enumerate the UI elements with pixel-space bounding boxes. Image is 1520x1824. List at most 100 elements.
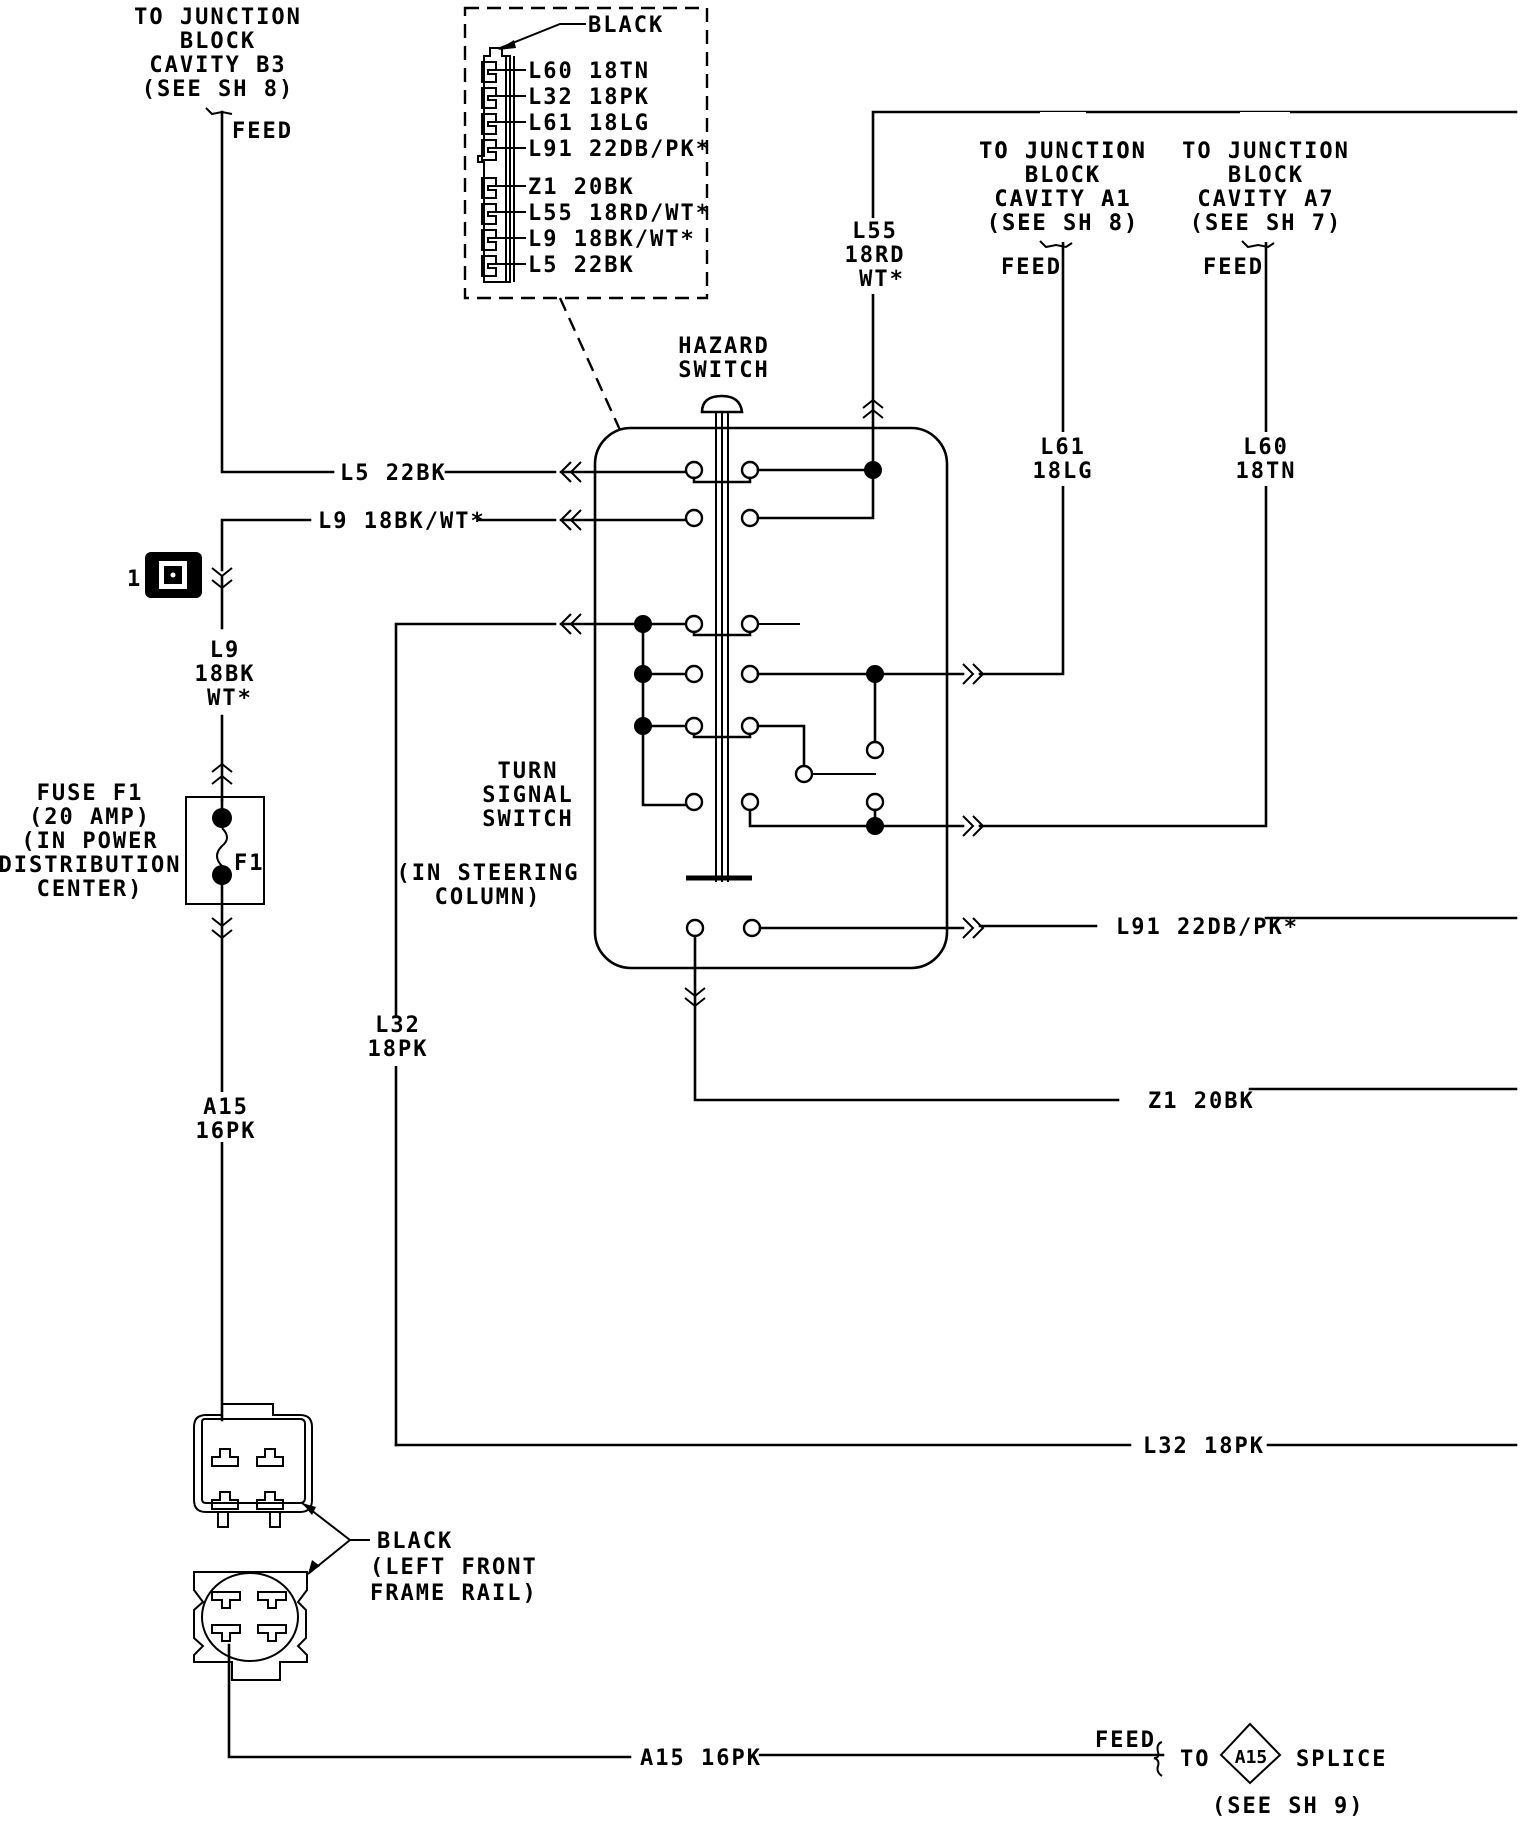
frame-connector-line-2: (LEFT FRONT <box>370 1555 538 1580</box>
callout-pin-1: L60 18TN <box>528 59 650 84</box>
splice-dot <box>634 717 652 735</box>
fuse-element-icon <box>216 827 228 867</box>
turn-contact-bar <box>692 630 752 637</box>
connector-l91-icon <box>962 917 985 939</box>
terminal <box>740 792 760 812</box>
fuse-line-5: CENTER) <box>37 877 144 902</box>
wire-a15-v-line-1: A15 <box>203 1095 249 1120</box>
connector-callout-body <box>477 47 526 283</box>
wire-l9-label: L9 18BK/WT* <box>318 509 486 534</box>
connector-l55-icon <box>862 398 884 419</box>
fuse-terminal-top <box>212 808 232 828</box>
terminal <box>794 764 814 784</box>
feed-a1-line-2-overlay: BLOCK <box>1025 163 1101 188</box>
fuse-line-3: (IN POWER <box>21 829 158 854</box>
splice-dot <box>634 665 652 683</box>
feed-b3-line-4: (SEE SH 8) <box>142 77 294 102</box>
wire-l61[interactable] <box>978 111 1065 676</box>
l60-label-bg <box>1233 432 1299 486</box>
a15-label-bg <box>200 1092 250 1142</box>
feed-a1-tick-icon <box>1039 240 1073 249</box>
splice-to: TO <box>1180 1747 1211 1772</box>
l32-label-bg <box>368 1016 428 1066</box>
turn-signal-line-2: SIGNAL <box>482 783 573 808</box>
feed-a7-mask <box>1240 112 1290 242</box>
wire-l9-v-line-3: WT* <box>207 686 253 711</box>
wire-l55-v-line-3: WT* <box>859 267 905 292</box>
l61-label-bg <box>1030 432 1096 486</box>
wire-l9-left[interactable] <box>220 518 312 572</box>
wire-a15-horizontal-left[interactable] <box>227 1643 632 1759</box>
wire-l61-v-line-2: 18LG <box>1033 459 1094 484</box>
frame-connector-line-3: FRAME RAIL) <box>370 1581 538 1606</box>
turn-signal-location-2: COLUMN) <box>435 885 542 910</box>
callout-label: BLACK <box>588 13 664 38</box>
wire-l9-v-line-1: L9 <box>210 638 241 663</box>
feed-b3-label: TO JUNCTION BLOCK CAVITY B3 (SEE SH 8) F… <box>134 5 302 144</box>
terminal <box>740 614 760 634</box>
callout-pin-2: L32 18PK <box>528 85 650 110</box>
hazard-switch-line-2: SWITCH <box>678 358 769 383</box>
switch-actuator-rod[interactable] <box>715 412 729 882</box>
feed-a7-tick-icon <box>1241 240 1275 249</box>
terminal <box>684 664 704 684</box>
wire-internal <box>756 724 806 768</box>
terminal <box>684 614 704 634</box>
terminal <box>742 918 762 938</box>
feed-b3-line-3: CAVITY B3 <box>149 53 286 78</box>
callout-pin-6: L55 18RD/WT* <box>528 201 711 226</box>
terminal <box>684 460 704 480</box>
hazard-contact-bar <box>692 476 752 484</box>
fuse-line-1: FUSE F1 <box>37 781 144 806</box>
callout-pin-3: L61 18LG <box>528 111 650 136</box>
wire-l5-left[interactable] <box>220 110 335 474</box>
feed-a1-line-3-overlay: CAVITY A1 <box>994 187 1131 212</box>
feed-b3-line-1: TO JUNCTION <box>134 5 302 30</box>
wire-l61-v-line-1: L61 <box>1040 435 1086 460</box>
wire-l60-v-line-2: 18TN <box>1236 459 1297 484</box>
frame-connector-upper <box>193 1403 313 1528</box>
terminal <box>740 664 760 684</box>
connector-z1-icon <box>684 987 706 1008</box>
splice-dot <box>866 817 884 835</box>
terminal <box>685 918 705 938</box>
wire-l55-v-line-1: L55 <box>852 219 898 244</box>
feed-a1-mask <box>1040 112 1086 242</box>
wire-l32-label: L32 18PK <box>1143 1434 1265 1459</box>
wire-l55[interactable] <box>871 110 1518 472</box>
feed-a1-feed: FEED <box>1001 255 1062 280</box>
wire-l32-vertical[interactable] <box>394 622 557 1447</box>
fuse-box <box>185 796 265 905</box>
splice-id: A15 <box>1235 1747 1268 1768</box>
splice-diamond-icon <box>1219 1722 1282 1785</box>
feed-a7-line-3: CAVITY A7 <box>1197 187 1334 212</box>
fuse-line-2: (20 AMP) <box>29 805 151 830</box>
callout-pin-4: L91 22DB/PK* <box>528 137 711 162</box>
callout-pin-8: L5 22BK <box>528 253 635 278</box>
terminal <box>865 740 885 760</box>
connector-fuse-up-icon <box>211 762 233 785</box>
turn-signal-switch-housing <box>593 426 949 970</box>
wire-l5-label: L5 22BK <box>340 461 447 486</box>
feed-a1-line-1-overlay: TO JUNCTION <box>979 139 1147 164</box>
feed-b3-feed: FEED <box>232 119 293 144</box>
fuse-label: FUSE F1 (20 AMP) (IN POWER DISTRIBUTION … <box>0 781 179 902</box>
wire-z1-label: Z1 20BK <box>1148 1089 1255 1114</box>
turn-contact-bar <box>692 732 752 739</box>
hazard-knob-icon[interactable] <box>700 394 744 414</box>
wire-l60[interactable] <box>978 111 1268 828</box>
callout-pin-7: L9 18BK/WT* <box>528 227 696 252</box>
wire-internal-bus <box>641 622 688 807</box>
feed-a1-line-4-overlay: (SEE SH 8) <box>987 211 1139 236</box>
connector-fuse-down-icon <box>211 917 233 940</box>
splice-feed: FEED <box>1095 1728 1156 1753</box>
terminal <box>684 508 704 528</box>
wire-z1-left[interactable] <box>693 934 1120 1102</box>
callout-leader <box>558 297 622 431</box>
fuse-id: F1 <box>234 851 265 876</box>
splice-label: SPLICE <box>1296 1747 1387 1772</box>
feed-a7-line-1: TO JUNCTION <box>1182 139 1350 164</box>
callout-pin-5: Z1 20BK <box>528 175 635 200</box>
feed-a7-line-2: BLOCK <box>1228 163 1304 188</box>
